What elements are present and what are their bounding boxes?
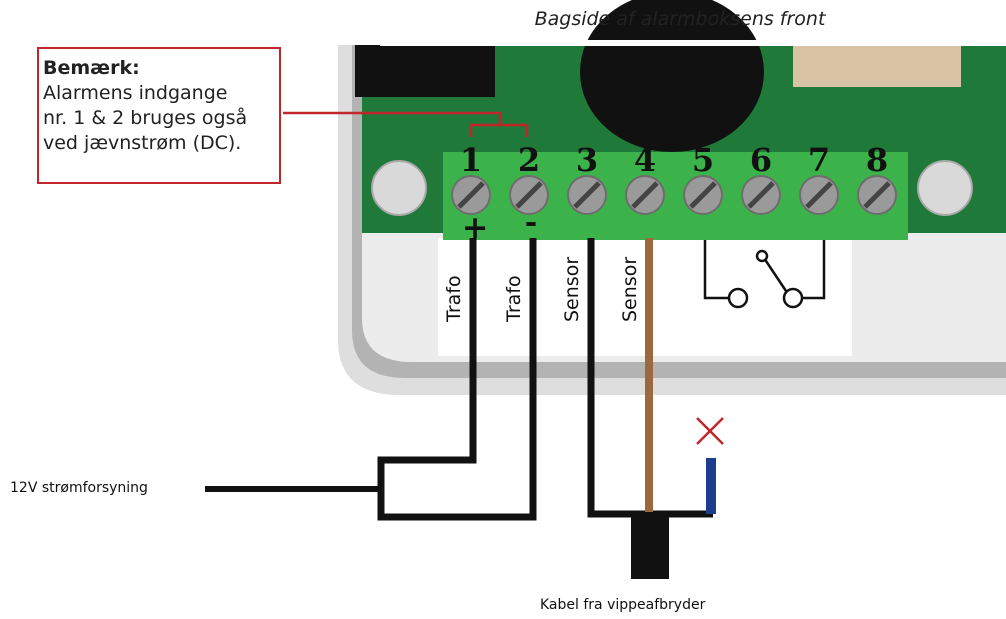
wires [205,238,716,579]
note-body: Alarmens indgange nr. 1 & 2 bruges også … [43,82,248,154]
note-heading: Bemærk: [43,57,140,79]
note-connector-line [283,111,502,125]
terminal-screw-5 [683,175,723,215]
terminal-screw-7 [799,175,839,215]
wire-label-2: Trafo [503,275,525,323]
terminal-number-8: 8 [866,141,888,179]
relay-symbol [703,240,826,309]
terminal-screw-4 [625,175,665,215]
terminal-screw-8 [857,175,897,215]
tilt-switch-cable [631,512,669,579]
terminal-number-5: 5 [692,141,714,179]
wire-label-3: Sensor [561,257,583,322]
terminal-screw-2 [509,175,549,215]
terminal-number-6: 6 [750,141,772,179]
diagram-title: Bagside af alarmboksens front [534,8,826,30]
terminal-number-2: 2 [518,141,540,179]
terminal-number-7: 7 [808,141,830,179]
terminal-number-1: 1 [460,141,482,179]
terminal-number-4: 4 [634,141,656,179]
minus-sign: - [525,205,537,240]
terminal-screw-3 [567,175,607,215]
cable-label: Kabel fra vippeafbryder [540,597,706,613]
not-used-x-icon [696,417,724,445]
wire-label-4: Sensor [619,257,641,322]
sensor-wire-black [587,238,713,518]
note-box: Bemærk: Alarmens indgange nr. 1 & 2 brug… [37,47,281,184]
wire-label-1: Trafo [443,275,465,323]
terminal-number-3: 3 [576,141,598,179]
buzzer-icon [580,0,764,152]
terminal-screw-6 [741,175,781,215]
power-supply-label: 12V strømforsyning [10,480,148,496]
terminal-screw-1 [451,175,491,215]
mounting-hole-right [917,160,973,216]
plus-sign: + [462,208,489,246]
mounting-hole-left [371,160,427,216]
